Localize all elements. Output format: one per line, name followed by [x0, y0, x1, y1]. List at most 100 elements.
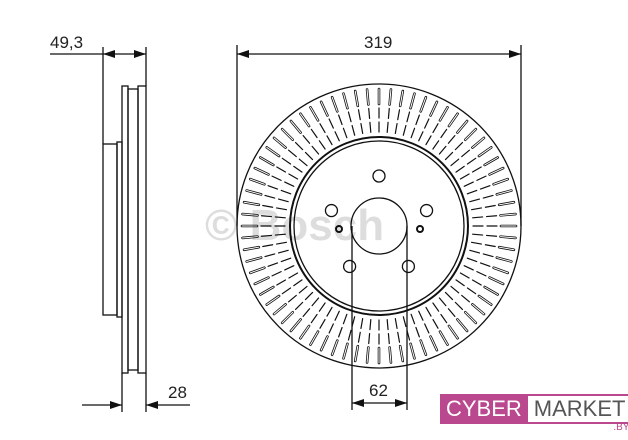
vent-slot [311, 145, 320, 155]
vent-slot [470, 207, 483, 211]
vent-slot [354, 90, 359, 107]
vent-slot [351, 124, 356, 136]
vent-slot [478, 146, 492, 157]
vent-slot [469, 198, 481, 203]
vent-slot [369, 121, 372, 133]
bolt-hole [324, 203, 339, 218]
vent-slot [397, 331, 401, 343]
vent-slot [466, 287, 477, 295]
vent-slot [357, 109, 361, 121]
vent-slot [484, 204, 496, 208]
vent-slot [369, 319, 372, 331]
vent-slot [342, 127, 348, 139]
vent-slot [304, 151, 314, 161]
vent-slot [294, 141, 304, 151]
vent-slot [461, 149, 470, 158]
vent-slot [493, 267, 509, 274]
vent-slot [386, 319, 389, 331]
vent-slot [343, 93, 348, 109]
vent-slot [288, 149, 297, 158]
vent-slot [288, 272, 299, 279]
vent-slot [299, 113, 310, 127]
vent-slot [485, 215, 498, 218]
vent-slot [304, 291, 314, 301]
dim-disc-thickness: 28 [168, 383, 187, 402]
vent-slot [459, 173, 470, 180]
vent-slot [415, 114, 420, 126]
vent-slot [448, 325, 459, 339]
vent-slot [430, 336, 438, 351]
vent-slot [463, 265, 474, 271]
logo-part1: CYBER [440, 394, 528, 424]
vent-slot [496, 257, 512, 262]
vent-slot [246, 257, 262, 262]
vent-slot [464, 128, 477, 141]
vent-slot [476, 271, 487, 277]
vent-slot [347, 329, 352, 341]
vent-slot [342, 313, 348, 325]
vent-slot [461, 294, 470, 303]
vent-slot [351, 316, 356, 328]
vent-slot [290, 120, 302, 134]
vent-slot [298, 158, 308, 167]
vent-slot [406, 329, 411, 341]
vent-slot [472, 216, 484, 219]
vent-slot [326, 306, 333, 317]
vent-slot [399, 345, 404, 362]
vent-slot [464, 311, 477, 324]
vent-slot [242, 236, 258, 239]
vent-slot [438, 297, 447, 307]
vent-slot [366, 347, 369, 363]
vent-slot [293, 279, 303, 287]
vent-slot [420, 96, 427, 112]
vent-slot [360, 122, 364, 135]
vent-slot [450, 158, 460, 167]
vent-slot [432, 123, 439, 134]
dim-hub-height: 49,3 [50, 33, 83, 52]
vent-slot [454, 141, 464, 151]
vent-slot [389, 347, 392, 363]
vent-slot [281, 287, 292, 295]
vent-slot [310, 106, 319, 121]
vent-slot [471, 279, 482, 286]
vent-slot [448, 113, 459, 127]
vent-slot [425, 135, 432, 146]
vent-slot [288, 294, 297, 303]
vent-slot [387, 107, 390, 120]
vent-slot [476, 175, 487, 181]
vent-slot [326, 135, 333, 146]
center-bore [350, 197, 408, 255]
vent-slot [410, 93, 415, 109]
vent-slot [459, 272, 470, 279]
vent-slot [470, 241, 483, 245]
vent-slot [318, 302, 326, 312]
vent-slot [472, 233, 484, 236]
vent-slot [387, 332, 390, 345]
vent-slot [454, 301, 464, 311]
vent-slot [394, 122, 398, 135]
vent-slot [271, 271, 282, 277]
vent-slot [328, 323, 334, 334]
vent-slot [274, 216, 286, 219]
vent-slot [410, 313, 416, 325]
vent-slot [320, 336, 328, 351]
vent-slot [277, 198, 289, 203]
vent-slot [311, 297, 320, 307]
vent-slot [277, 249, 289, 254]
vent-slot [471, 303, 485, 315]
vent-slot [360, 317, 364, 330]
vent-slot [406, 111, 411, 123]
vent-slot [284, 181, 295, 187]
logo-suffix: .BY [613, 422, 628, 433]
vent-slot [482, 253, 494, 258]
vent-slot [293, 165, 303, 173]
vent-slot [266, 146, 280, 157]
vent-slot [399, 90, 404, 107]
front-view [236, 83, 522, 369]
vent-slot [418, 310, 424, 321]
vent-slot [410, 343, 415, 359]
vent-slot [302, 308, 311, 317]
vent-slot [280, 189, 292, 195]
vent-slot [440, 128, 448, 139]
vent-slot [368, 107, 371, 120]
